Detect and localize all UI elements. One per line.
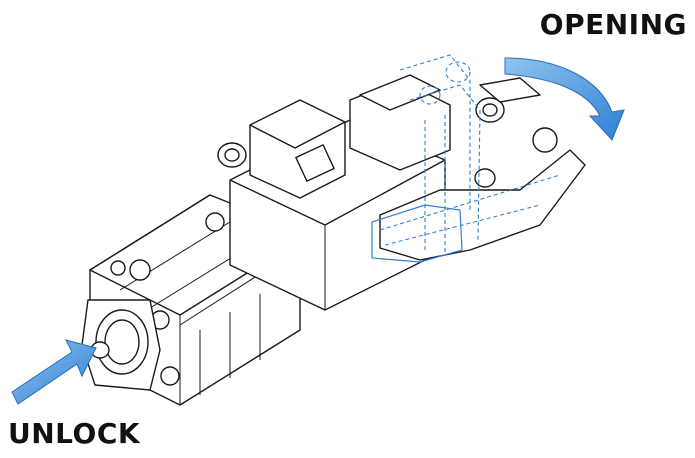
cylinder-front-cap bbox=[81, 299, 161, 391]
opening-label: OPENING bbox=[539, 8, 687, 41]
gripper-jaw-open-ghost bbox=[371, 54, 561, 263]
central-housing bbox=[229, 74, 451, 311]
opening-arrow-icon bbox=[504, 57, 625, 141]
gripper-jaw-closed bbox=[379, 77, 586, 261]
sensor-connector bbox=[217, 99, 346, 199]
unlock-label: UNLOCK bbox=[8, 417, 141, 450]
unlock-arrow-icon bbox=[11, 339, 97, 405]
